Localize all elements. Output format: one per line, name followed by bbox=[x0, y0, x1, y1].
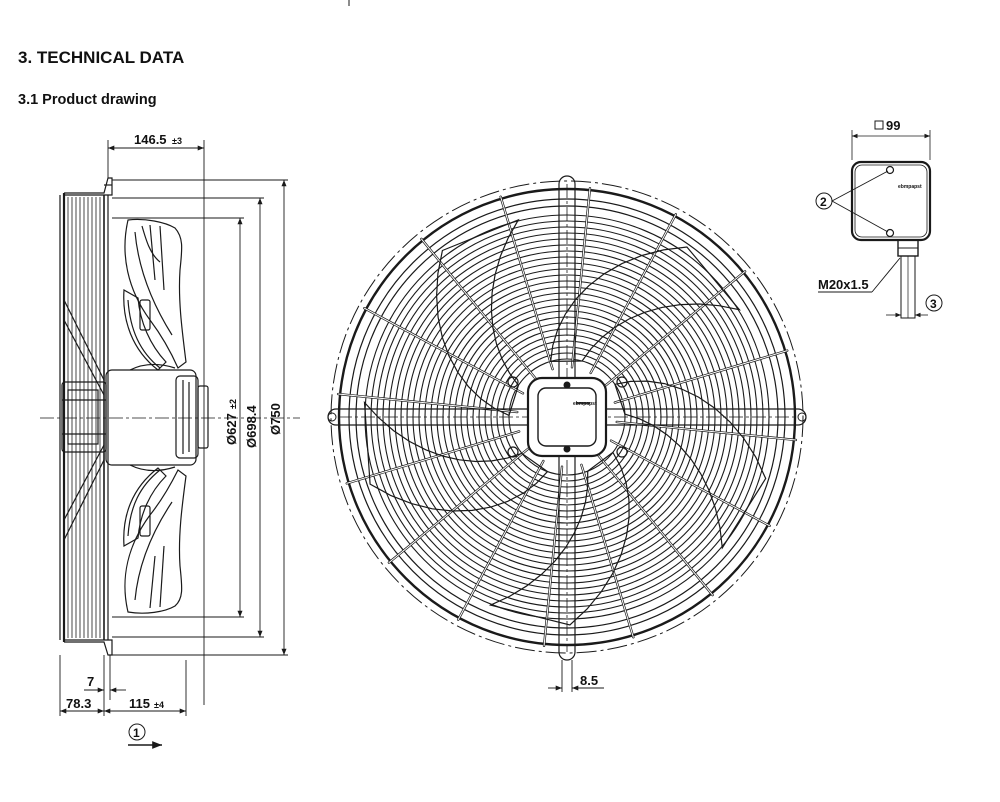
dim-7-label: 7 bbox=[87, 674, 94, 689]
callout-2-label: 2 bbox=[820, 195, 827, 209]
terminal-box bbox=[815, 120, 943, 319]
front-view-dimension bbox=[548, 660, 604, 692]
side-view bbox=[40, 177, 300, 656]
dim-mid-diameter-label: Ø698.4 bbox=[244, 405, 259, 448]
dim-depth-label: 146.5 bbox=[134, 132, 167, 147]
dim-115-label: 115 bbox=[129, 696, 150, 711]
front-view bbox=[327, 175, 807, 661]
dim-99-label: 99 bbox=[886, 118, 900, 133]
subsection-title: 3.1 Product drawing bbox=[18, 92, 157, 108]
dim-depth-tolerance: ±3 bbox=[172, 136, 182, 146]
section-title: 3. TECHNICAL DATA bbox=[18, 48, 185, 67]
dim-inner-diameter-tolerance: ±2 bbox=[228, 399, 238, 409]
dim-inner-diameter-label: Ø627 bbox=[224, 413, 239, 445]
dim-outer-diameter-label: Ø750 bbox=[268, 403, 283, 435]
dim-115-tolerance: ±4 bbox=[154, 700, 164, 710]
callout-1-label: 1 bbox=[133, 726, 140, 740]
dim-78-label: 78.3 bbox=[66, 696, 91, 711]
side-view-labels: 146.5 ±3 Ø627 ±2 Ø698.4 Ø750 7 78.3 115 … bbox=[66, 132, 283, 740]
terminal-box-brand-mark: ebmpapst bbox=[898, 184, 922, 190]
side-view-dimensions bbox=[59, 140, 288, 749]
dim-8-5-label: 8.5 bbox=[580, 673, 598, 688]
hub-brand-mark: ebmpapst bbox=[573, 401, 597, 407]
callout-3-label: 3 bbox=[930, 297, 937, 311]
gland-size-label: M20x1.5 bbox=[818, 277, 869, 292]
